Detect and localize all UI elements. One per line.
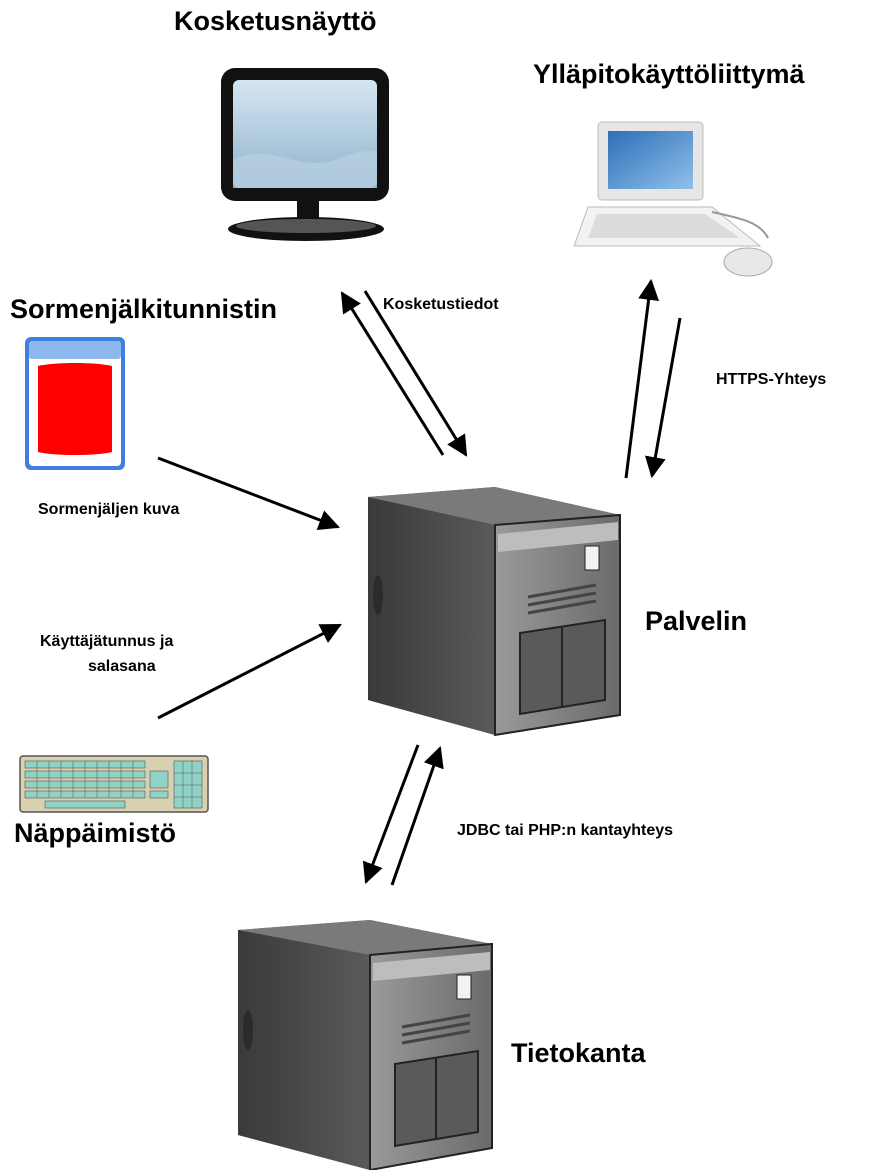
touchscreen-label: Kosketusnäyttö (174, 6, 377, 36)
fingerprint-image-label: Sormenjäljen kuva (38, 501, 180, 518)
credentials-label-line2: salasana (88, 658, 156, 675)
arrow-database-to-server (390, 746, 444, 886)
keyboard-icon (19, 755, 209, 813)
arrow-admin-to-server (644, 317, 682, 479)
server-label: Palvelin (645, 606, 748, 636)
admin-ui-label: Ylläpitokäyttöliittymä (533, 59, 805, 89)
credentials-label-line1: Käyttäjätunnus ja (40, 633, 174, 650)
monitor-icon (221, 68, 389, 241)
arrow-touchscreen-to-server (363, 290, 468, 457)
db-connection-label: JDBC tai PHP:n kantayhteys (457, 822, 674, 839)
database-label: Tietokanta (511, 1038, 646, 1068)
arrow-server-to-database (362, 744, 420, 884)
https-label: HTTPS-Yhteys (716, 371, 827, 388)
database-server-icon (238, 920, 493, 1170)
arrow-scanner-to-server (157, 456, 340, 531)
touch-data-label: Kosketustiedot (383, 296, 499, 313)
fingerprint-scanner-label: Sormenjälkitunnistin (10, 294, 278, 324)
keyboard-label: Näppäimistö (14, 818, 177, 848)
arrow-keyboard-to-server (157, 623, 342, 720)
server-tower-icon (368, 487, 621, 737)
fingerprint-scanner-icon (25, 337, 125, 470)
arrow-server-to-touchscreen (340, 291, 445, 456)
computer-icon (573, 121, 773, 277)
arrow-server-to-admin (624, 278, 660, 479)
